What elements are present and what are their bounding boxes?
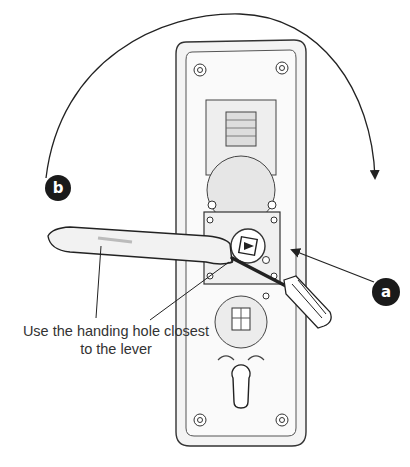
callout-letter: b: [53, 181, 64, 196]
screwdriver: [232, 258, 286, 286]
callout-circle: b: [45, 175, 71, 201]
callout-letter: a: [381, 285, 391, 300]
instruction-note: Use the handing hole closest to the leve…: [16, 322, 216, 358]
lever: [48, 227, 232, 264]
callout-circle: a: [372, 278, 400, 306]
